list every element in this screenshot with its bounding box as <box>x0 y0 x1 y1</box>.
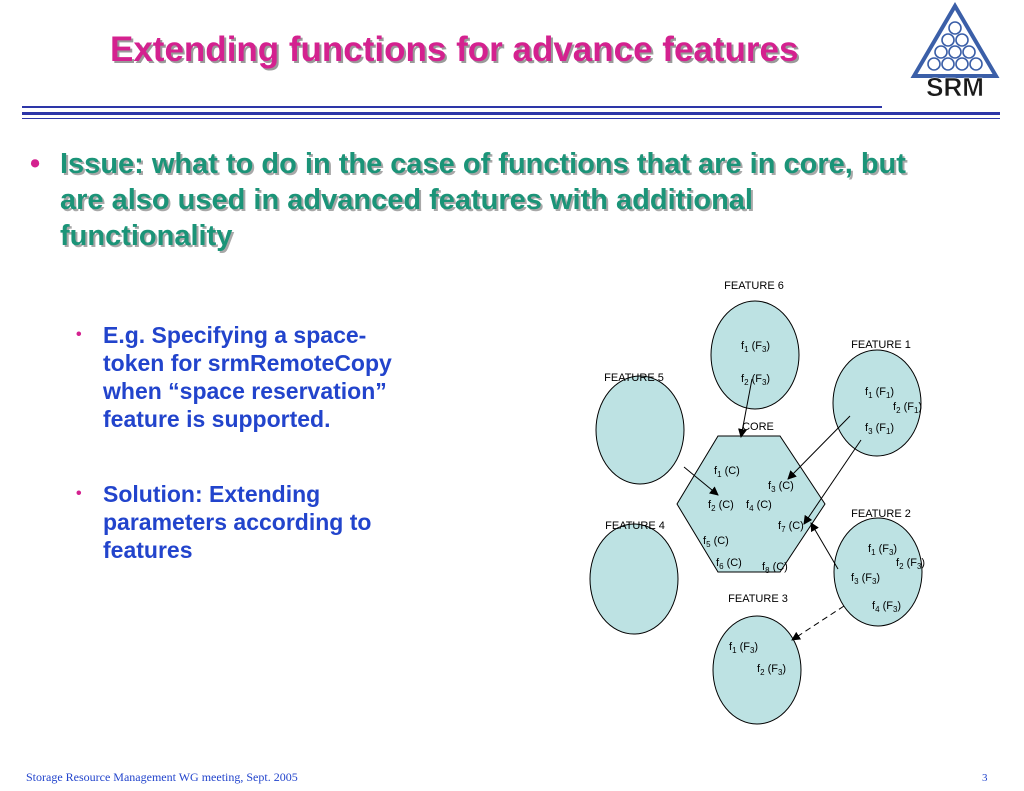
arrow-f2-to-core <box>810 522 839 570</box>
feature-diagram: FEATURE 6 FEATURE 1 FEATURE 5 CORE FEATU… <box>589 280 925 725</box>
feature-3-label: FEATURE 3 <box>728 593 788 605</box>
function-label: f5 (C) <box>703 535 729 549</box>
logo-text: SRM <box>926 72 984 100</box>
srm-logo: SRM <box>910 2 1000 100</box>
arrow-feature4-to-core <box>683 466 719 496</box>
bullet-marker: • <box>30 148 41 180</box>
feature-5-label: FEATURE 5 <box>604 372 664 384</box>
function-label: f8 (C) <box>762 561 788 575</box>
logo-triangle-icon <box>910 2 1000 78</box>
feature-4-label: FEATURE 4 <box>605 520 665 532</box>
feature-1-label: FEATURE 1 <box>851 339 911 351</box>
feature-1-ellipse <box>832 349 922 457</box>
sub-bullet-text: E.g. Specifying a space- token for srmRe… <box>103 322 392 432</box>
feature-4-ellipse <box>589 523 679 635</box>
sub-bullet-example: • E.g. Specifying a space- token for srm… <box>76 321 476 433</box>
function-label: f2 (F3) <box>741 373 770 387</box>
bullet-marker: • <box>76 326 82 343</box>
feature-2-label: FEATURE 2 <box>851 508 911 520</box>
arrow-f6-to-core <box>738 378 753 438</box>
function-label: f1 (F3) <box>729 641 758 655</box>
function-label: f2 (F3) <box>896 557 925 571</box>
feature-2-ellipse <box>833 517 923 627</box>
sub-bullet-solution: • Solution: Extending parameters accordi… <box>76 480 476 564</box>
page-number: 3 <box>982 772 988 784</box>
function-label: f2 (F1) <box>893 401 922 415</box>
main-bullet: • Issue: what to do in the case of funct… <box>30 146 930 254</box>
logo-honeycomb-icon <box>927 21 983 71</box>
feature-6-label: FEATURE 6 <box>724 280 784 292</box>
main-bullet-text: Issue: what to do in the case of functio… <box>60 148 906 252</box>
footer-text: Storage Resource Management WG meeting, … <box>26 770 298 784</box>
header-rule-bottom <box>22 118 1000 119</box>
function-label: f4 (C) <box>746 499 772 513</box>
header-rule-top <box>22 106 882 108</box>
function-label: f1 (C) <box>714 465 740 479</box>
dashed-arrow-f2-to-f3 <box>791 605 845 641</box>
function-label: f1 (F3) <box>868 543 897 557</box>
function-label: f6 (C) <box>716 557 742 571</box>
function-label: f1 (F3) <box>741 340 770 354</box>
arrow-f1-to-core-f7 <box>803 439 862 525</box>
function-label: f3 (F1) <box>865 422 894 436</box>
function-label: f1 (F1) <box>865 386 894 400</box>
function-labels: f1 (C) f3 (C) f2 (C) f4 (C) f7 (C) f5 (C) f6 (… <box>703 340 925 677</box>
function-label: f7 (C) <box>778 520 804 534</box>
function-label: f2 (C) <box>708 499 734 513</box>
function-label: f2 (F3) <box>757 663 786 677</box>
arrow-f1-to-core-f3 <box>787 415 851 480</box>
feature-6-ellipse <box>710 300 800 410</box>
function-label: f3 (C) <box>768 480 794 494</box>
function-label: f3 (F3) <box>851 572 880 586</box>
core-label: CORE <box>742 421 774 433</box>
function-label: f4 (F3) <box>872 600 901 614</box>
feature-3-ellipse <box>712 615 802 725</box>
slide-title: Extending functions for advance features <box>110 30 799 69</box>
header-rule-mid <box>22 112 1000 115</box>
bullet-marker: • <box>76 485 82 502</box>
sub-bullet-text: Solution: Extending parameters according… <box>103 481 372 563</box>
feature-5-ellipse <box>595 375 685 485</box>
core-hexagon <box>676 435 826 573</box>
